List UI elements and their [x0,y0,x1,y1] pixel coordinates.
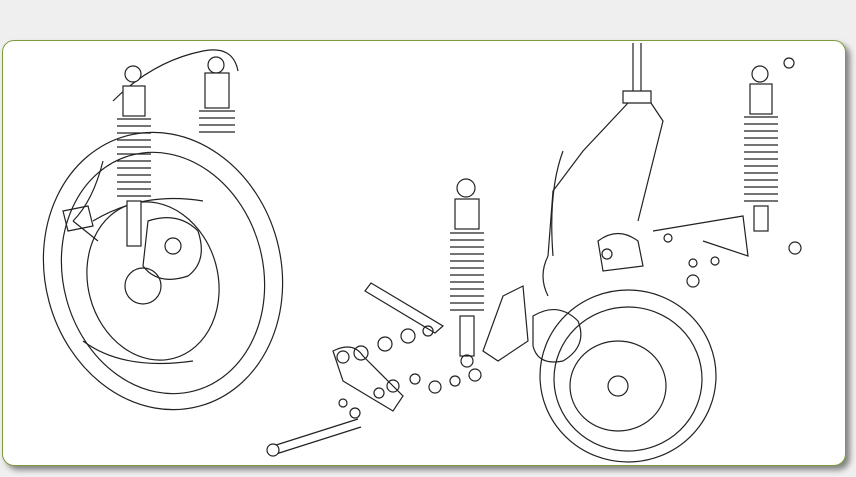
front-shock-right [199,56,235,133]
brake-disc [86,201,220,361]
rear-caliper-bracket [482,285,582,363]
exploded-view-drawing [42,43,802,463]
rear-shock [744,57,802,255]
rear-wheel [539,289,717,463]
frame-section [542,43,749,297]
diagram-frame [2,40,846,466]
front-fork [62,49,239,242]
front-wheel [42,131,284,411]
axle-bolt [266,418,362,457]
center-shock [450,178,484,368]
swingarm-links [332,282,482,419]
front-caliper [142,217,202,280]
front-shock-left [117,65,151,247]
rear-brake-disc [569,340,667,432]
